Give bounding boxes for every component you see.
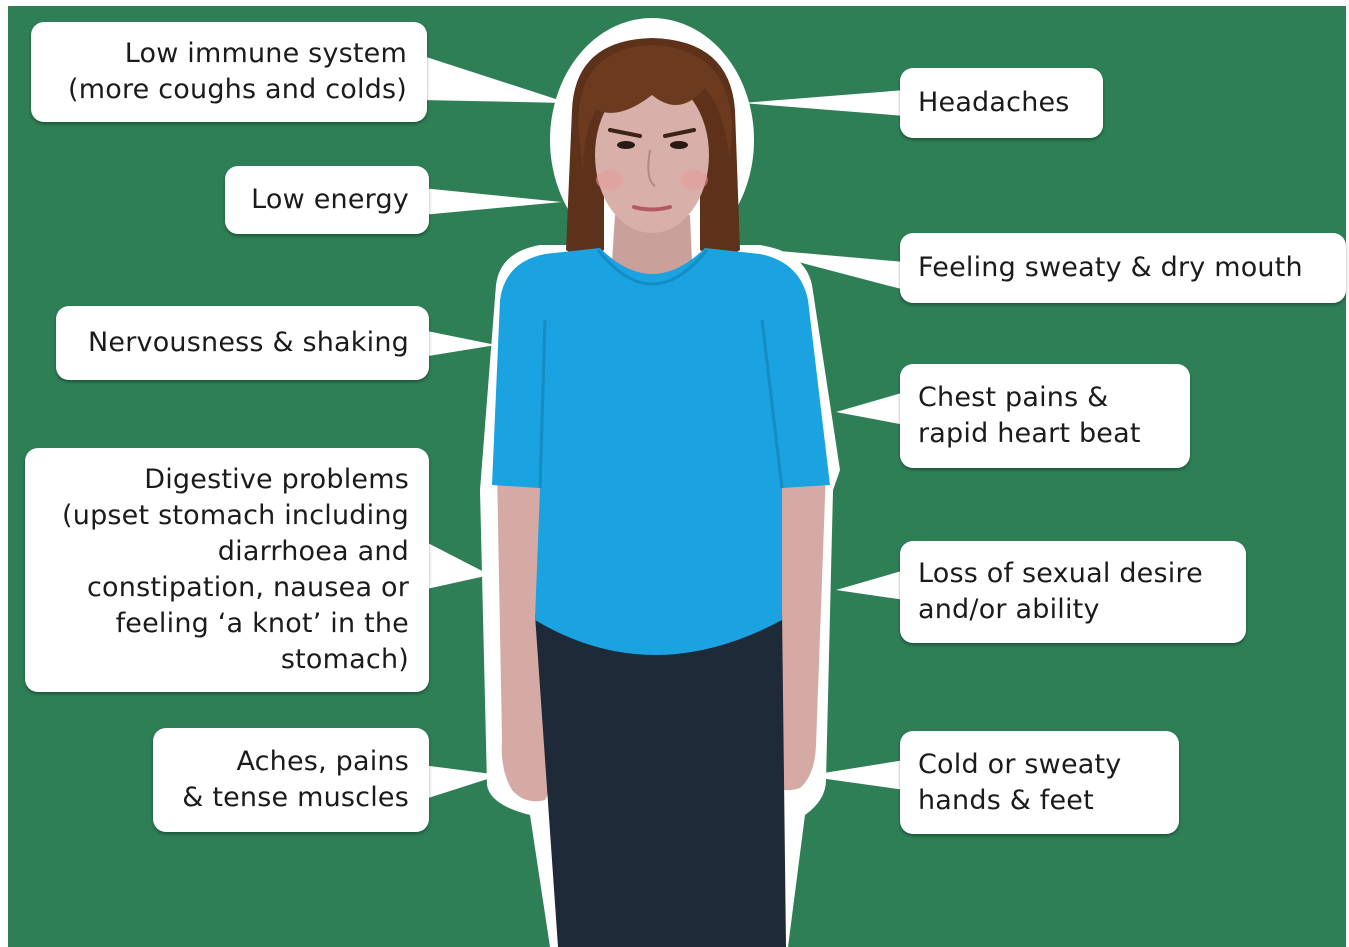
symptom-hands-line-1: Cold or sweaty xyxy=(918,747,1121,783)
shirt xyxy=(492,248,830,655)
symptom-box-chest: Chest pains & rapid heart beat xyxy=(900,364,1190,468)
symptom-immune-line-1: Low immune system xyxy=(125,36,407,72)
symptom-energy-line-1: Low energy xyxy=(251,182,409,218)
symptom-box-energy: Low energy xyxy=(225,166,429,234)
symptom-box-aches: Aches, pains & tense muscles xyxy=(153,728,429,832)
cheek-left xyxy=(596,170,624,190)
symptom-digestive-line-6: stomach) xyxy=(281,642,409,678)
symptom-sexual-line-2: and/or ability xyxy=(918,592,1100,628)
symptom-digestive-line-5: feeling ‘a knot’ in the xyxy=(116,606,409,642)
symptom-digestive-line-3: diarrhoea and xyxy=(218,534,409,570)
symptom-digestive-line-4: constipation, nausea or xyxy=(87,570,409,606)
cheek-right xyxy=(680,170,708,190)
pointer-nervous xyxy=(422,330,496,357)
symptom-box-nervous: Nervousness & shaking xyxy=(56,306,429,380)
pointer-immune xyxy=(420,55,568,103)
symptom-headaches-line-1: Headaches xyxy=(918,85,1070,121)
symptom-aches-line-1: Aches, pains xyxy=(236,744,409,780)
symptom-aches-line-2: & tense muscles xyxy=(182,780,409,816)
symptom-digestive-line-1: Digestive problems xyxy=(144,462,409,498)
eye-left xyxy=(617,141,635,149)
symptom-hands-line-2: hands & feet xyxy=(918,783,1094,819)
pointer-sexual xyxy=(836,570,905,600)
pointer-energy xyxy=(422,188,562,215)
pointer-headaches xyxy=(742,90,905,116)
symptom-box-hands: Cold or sweaty hands & feet xyxy=(900,731,1179,834)
symptom-box-sweaty: Feeling sweaty & dry mouth xyxy=(900,233,1346,303)
symptom-immune-line-2: (more coughs and colds) xyxy=(68,72,407,108)
symptom-sexual-line-1: Loss of sexual desire xyxy=(918,556,1203,592)
symptom-sweaty-line-1: Feeling sweaty & dry mouth xyxy=(918,250,1303,286)
symptom-box-headaches: Headaches xyxy=(900,68,1103,138)
trousers xyxy=(535,610,786,947)
symptom-box-digestive: Digestive problems (upset stomach includ… xyxy=(25,448,429,692)
eye-right xyxy=(670,141,688,149)
symptom-box-sexual: Loss of sexual desire and/or ability xyxy=(900,541,1246,643)
symptom-digestive-line-2: (upset stomach including xyxy=(62,498,409,534)
symptom-chest-line-1: Chest pains & xyxy=(918,380,1108,416)
symptom-box-immune: Low immune system (more coughs and colds… xyxy=(31,22,427,122)
symptom-chest-line-2: rapid heart beat xyxy=(918,416,1141,452)
symptom-nervous-line-1: Nervousness & shaking xyxy=(88,325,409,361)
pointer-chest xyxy=(836,392,905,425)
pointer-digestive xyxy=(422,540,490,590)
